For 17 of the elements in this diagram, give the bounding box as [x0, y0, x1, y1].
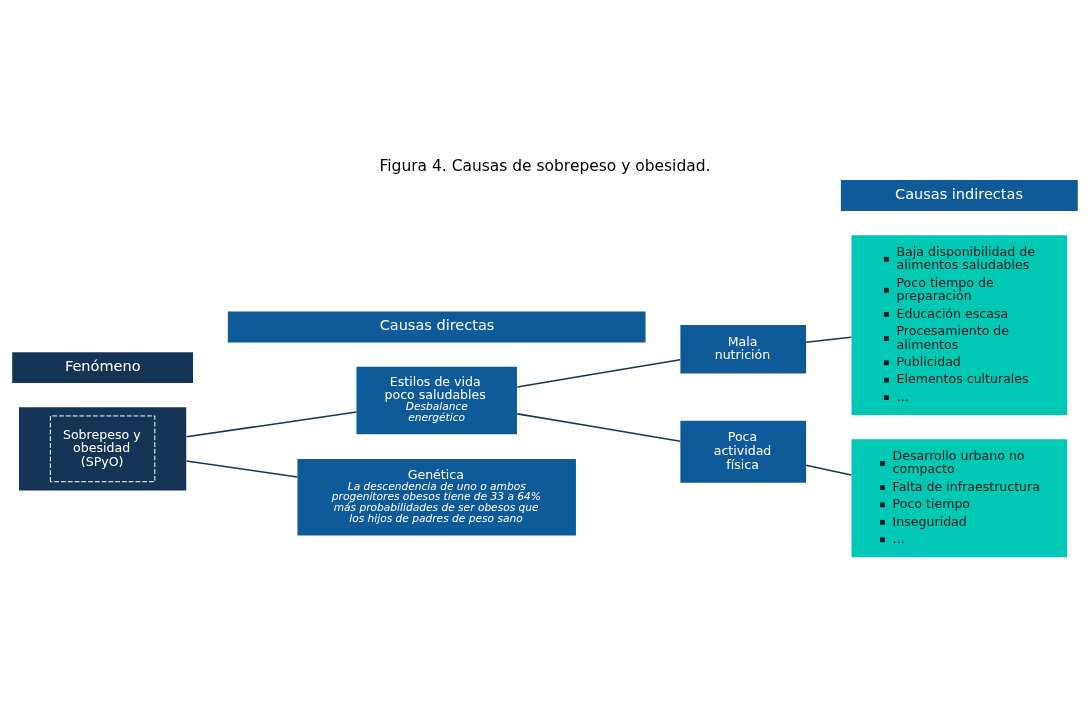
- node-box: Causas directas: [227, 311, 646, 342]
- node-box: Desarrollo urbano no compacto Falta de infraestructura Poco tiempo Inseguridad …: [851, 438, 1068, 557]
- connector: [185, 410, 358, 438]
- node-box: Mala nutrición: [680, 324, 807, 373]
- node-box: Causas indirectas: [840, 179, 1078, 211]
- connector: [805, 463, 853, 476]
- connector: [516, 358, 681, 388]
- node-box: Genética La descendencia de uno o ambos progenitores obesos tiene de 33 a 64% más probabilidades de ser obesos que los hijos de padres de peso sano: [297, 458, 576, 535]
- node-box: Baja disponibilidad de alimentos saludables Poco tiempo de preparación Educación escasa Procesamiento de alimentos Publicidad Elementos culturales …: [851, 234, 1068, 415]
- node-box: Estilos de vida poco saludables Desbalance energético: [356, 366, 517, 434]
- connector: [516, 412, 681, 442]
- connector: [805, 335, 853, 343]
- connector: [185, 459, 299, 478]
- node-box: Poca actividad física: [680, 420, 807, 483]
- node-box: Fenómeno: [12, 351, 193, 383]
- diagram-title: Figura 4. Causas de sobrepeso y obesidad.: [379, 156, 711, 175]
- node-box: Sobrepeso y obesidad (SPyO): [18, 406, 187, 490]
